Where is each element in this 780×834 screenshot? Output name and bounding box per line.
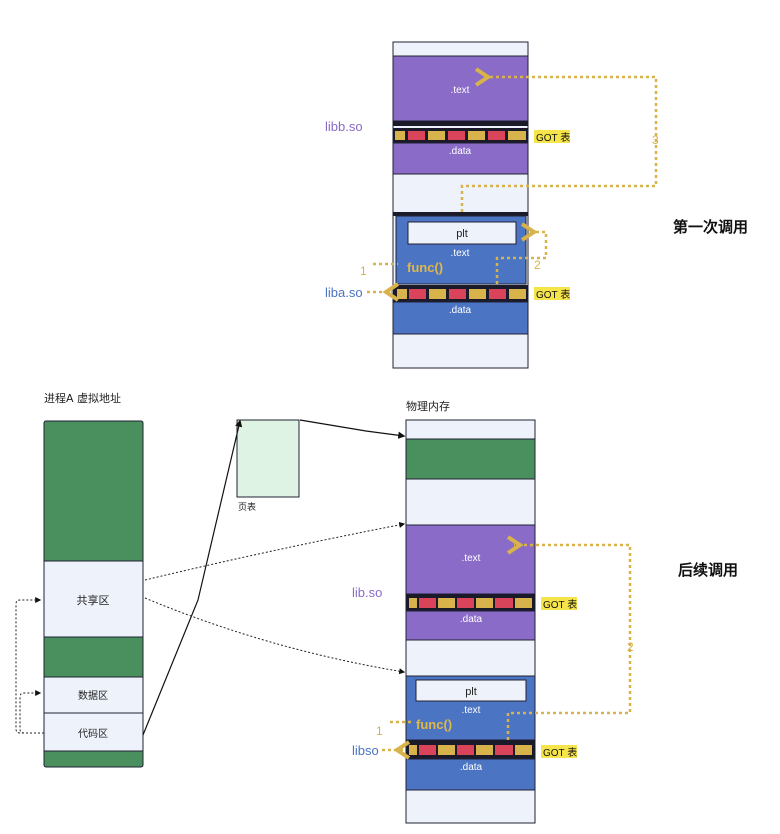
top-libb-got-tag (534, 130, 570, 143)
top-step3-arrow (460, 67, 658, 212)
bottom-libso-data-block (405, 610, 536, 641)
data-area-block (43, 676, 144, 714)
top-libb-data-block (392, 142, 529, 175)
physical-memory-column (405, 419, 536, 824)
top-title: 第一次调用 (673, 218, 748, 236)
code-to-shared-arrow (15, 597, 44, 734)
top-libb-text-label: .text (451, 85, 470, 96)
bottom-libso2-text-label: .text (462, 705, 481, 716)
bottom-step2-label: 2 (627, 640, 634, 654)
top-libb-text-block (392, 55, 529, 122)
top-func-label: func() (407, 260, 443, 275)
shared-area-label: 共享区 (77, 593, 110, 607)
code-to-page-table-line (142, 419, 243, 736)
code-area-block (43, 712, 144, 752)
bottom-step2-arrow (506, 535, 632, 740)
bottom-libso-data-label: .data (460, 614, 483, 625)
top-liba-data-block (392, 301, 529, 335)
top-libb-data-label: .data (449, 146, 472, 157)
bottom-libso-text-label: .text (462, 553, 481, 564)
bottom-title: 后续调用 (678, 561, 738, 579)
top-plt-label: plt (456, 228, 468, 240)
top-step2-label: 2 (534, 258, 541, 272)
top-liba-got-strip (393, 285, 528, 302)
top-libb-got-strip (393, 128, 528, 143)
top-libb-got-label: GOT 表 (536, 131, 570, 144)
top-memory-column (392, 41, 529, 369)
bottom-libso-label: lib.so (352, 585, 382, 600)
bottom-libso2-label: libso (352, 743, 379, 758)
virtual-address-column (43, 420, 144, 768)
top-liba-data-label: .data (449, 305, 472, 316)
top-libb-label: libb.so (325, 119, 363, 134)
page-table-block (236, 419, 300, 498)
top-liba-text-label: .text (451, 248, 470, 259)
top-liba-got-label: GOT 表 (536, 288, 570, 301)
top-plt-box (407, 221, 517, 245)
page-table-label: 页表 (238, 501, 256, 513)
bottom-libso-got-tag (541, 597, 577, 610)
top-step1-label: 1 (360, 264, 367, 278)
bottom-libso2-got-label: GOT 表 (543, 746, 577, 759)
code-to-data-arrow (19, 690, 44, 734)
code-area-label: 代码区 (78, 728, 108, 740)
physical-memory-title: 物理内存 (406, 399, 450, 413)
bottom-func-label: func() (416, 717, 452, 732)
page-table-to-physical-line (299, 419, 406, 439)
bottom-plt-label: plt (465, 686, 477, 698)
bottom-libso2-got-strip (406, 740, 535, 759)
shared-area-block (43, 560, 144, 638)
bottom-libso-got-label: GOT 表 (543, 598, 577, 611)
bottom-libso2-data-block (405, 758, 536, 791)
top-liba-label: liba.so (325, 285, 363, 300)
bottom-libso2-data-label: .data (460, 762, 483, 773)
top-liba-got-tag (534, 287, 570, 300)
top-step3-label: 3 (652, 133, 659, 147)
bottom-libso-got-strip (406, 594, 535, 611)
virtual-address-title: 进程A 虚拟地址 (44, 391, 121, 405)
bottom-plt-box (415, 679, 527, 702)
bottom-libso2-got-tag (541, 745, 577, 758)
shared-to-physical-upper-line (144, 521, 406, 581)
data-area-label: 数据区 (78, 689, 108, 702)
top-step2-arrow (495, 222, 548, 284)
bottom-step1-label: 1 (376, 724, 383, 738)
physical-green-block (405, 438, 536, 480)
